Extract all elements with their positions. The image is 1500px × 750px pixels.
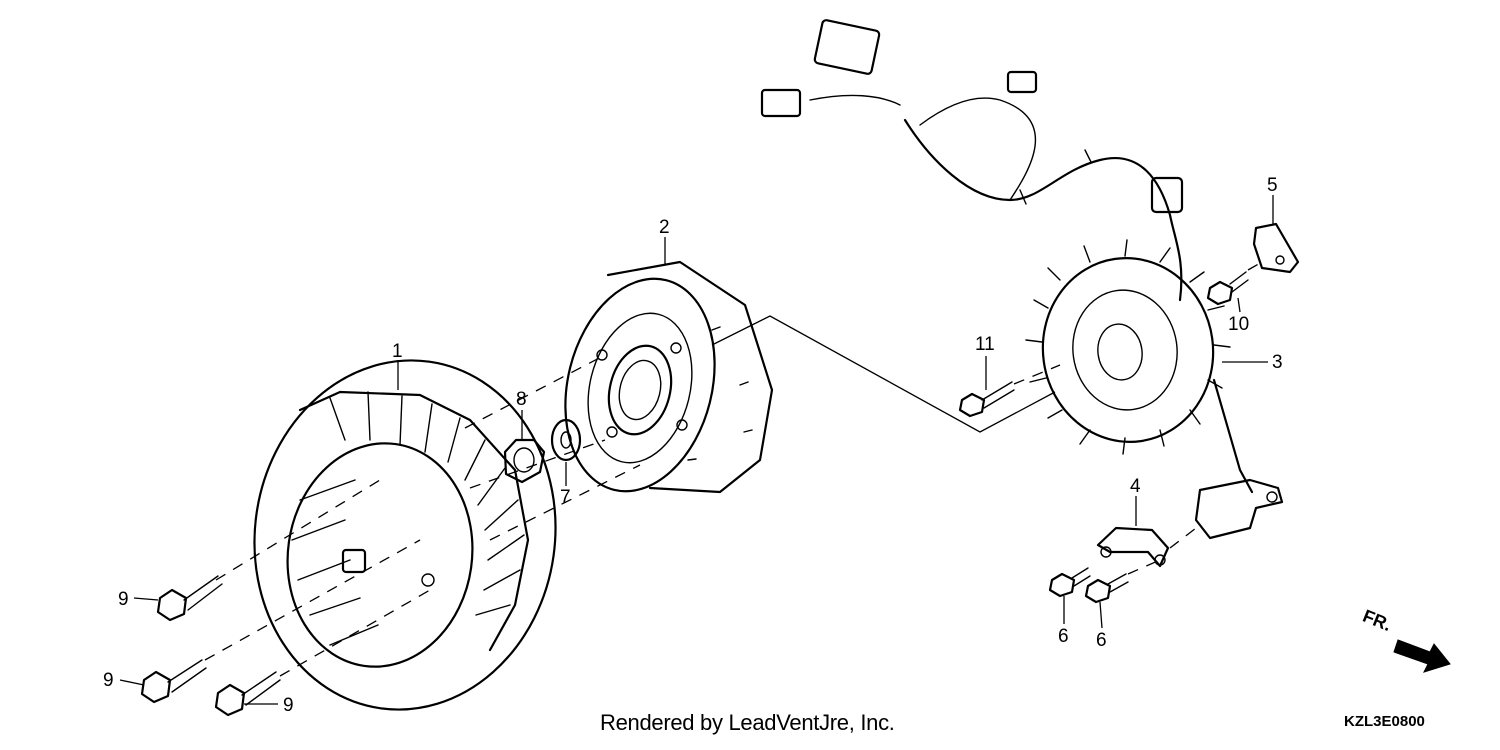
callout-labels: 1 2 3 4 5 6 6 7 8 9 9 9 10 11 bbox=[103, 175, 1283, 716]
callout-9-upper: 9 bbox=[118, 589, 129, 610]
assembly-lines bbox=[204, 261, 1263, 677]
front-arrow-icon bbox=[1393, 639, 1451, 673]
wire-harness bbox=[760, 19, 1254, 494]
callout-7: 7 bbox=[560, 487, 571, 508]
callout-8: 8 bbox=[516, 389, 527, 410]
callout-11: 11 bbox=[975, 334, 995, 355]
cooling-fan bbox=[253, 359, 557, 711]
bolt-9-upper bbox=[156, 575, 223, 622]
diagram-code: KZL3E0800 bbox=[1344, 713, 1425, 730]
stator bbox=[1025, 239, 1231, 455]
flywheel bbox=[564, 260, 774, 494]
bolt-6-right bbox=[1084, 573, 1129, 604]
washer bbox=[550, 418, 582, 462]
callout-1: 1 bbox=[392, 341, 403, 362]
callout-6-right: 6 bbox=[1096, 630, 1107, 651]
callout-10: 10 bbox=[1228, 314, 1249, 335]
credit-text: Rendered by LeadVentJre, Inc. bbox=[600, 710, 895, 735]
clamp-plate bbox=[1096, 526, 1170, 568]
callout-5: 5 bbox=[1267, 175, 1278, 196]
flywheel-nut bbox=[503, 438, 546, 484]
bolt-11 bbox=[958, 381, 1015, 418]
front-marker-label: FR. bbox=[1360, 606, 1394, 635]
bolt-9-middle bbox=[140, 659, 207, 704]
callout-9-lower: 9 bbox=[283, 695, 294, 716]
bolt-10 bbox=[1206, 271, 1249, 306]
callout-9-middle: 9 bbox=[103, 670, 114, 691]
front-direction-marker: FR. bbox=[1360, 606, 1451, 673]
callout-4: 4 bbox=[1130, 476, 1141, 497]
wire-bracket bbox=[1252, 222, 1300, 274]
pulser-coil-bracket bbox=[1194, 478, 1284, 540]
bolt-9-lower bbox=[214, 671, 281, 717]
callout-3: 3 bbox=[1272, 352, 1283, 373]
bolt-6-left bbox=[1048, 567, 1091, 598]
callout-leaders bbox=[119, 195, 1274, 705]
callout-6-left: 6 bbox=[1058, 626, 1069, 647]
callout-2: 2 bbox=[659, 217, 670, 238]
